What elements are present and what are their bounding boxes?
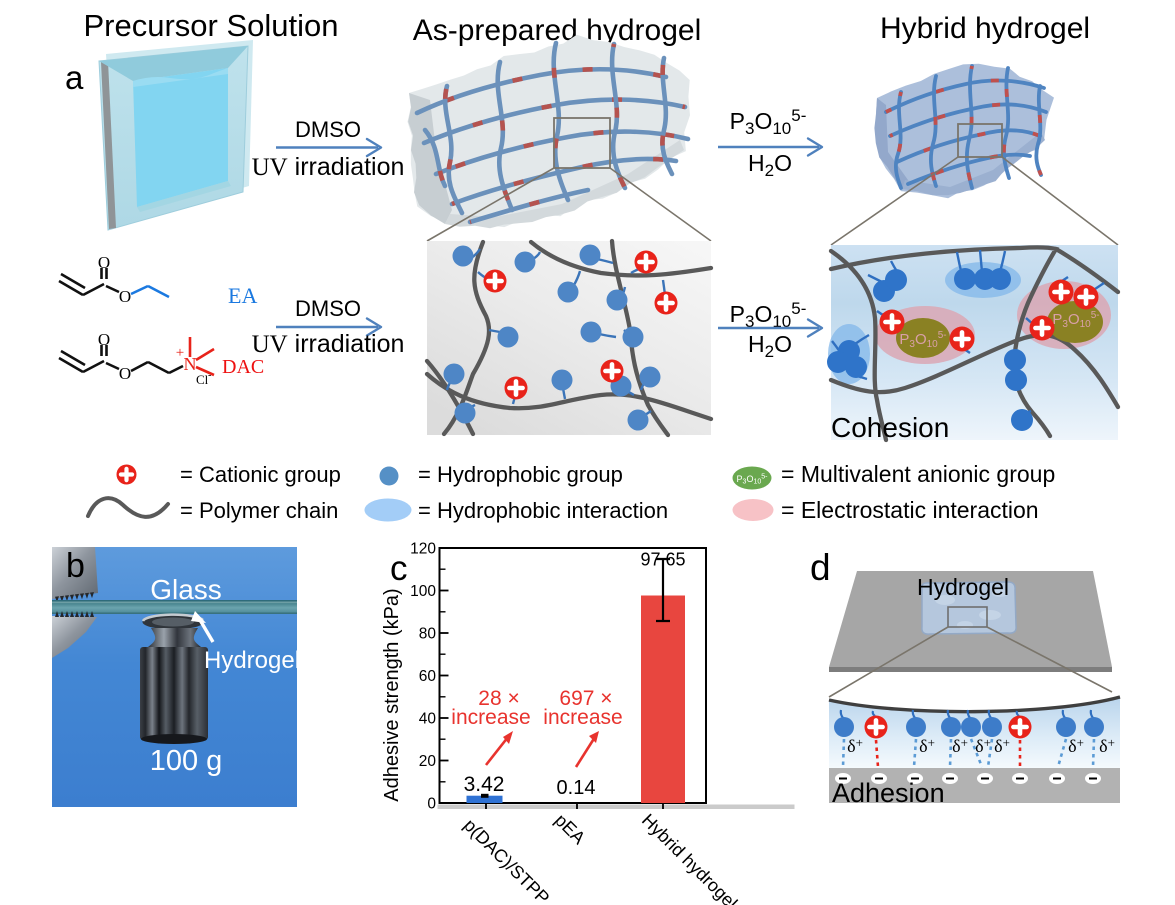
- svg-text:increase: increase: [543, 706, 622, 729]
- svg-text:UV irradiation: UV irradiation: [252, 153, 405, 181]
- svg-text:DMSO: DMSO: [295, 117, 361, 142]
- svg-text:0: 0: [427, 796, 436, 813]
- svg-text:c: c: [390, 549, 408, 588]
- svg-text:= Electrostatic interaction: = Electrostatic interaction: [781, 497, 1039, 523]
- svg-text:UV irradiation: UV irradiation: [252, 330, 405, 358]
- svg-text:20: 20: [419, 753, 437, 770]
- svg-text:EA: EA: [228, 283, 257, 308]
- svg-text:60: 60: [419, 668, 437, 685]
- svg-text:increase: increase: [451, 706, 530, 729]
- svg-text:-: -: [208, 370, 211, 381]
- svg-text:P3O105-: P3O105-: [730, 106, 807, 138]
- svg-text:= Polymer chain: = Polymer chain: [180, 498, 338, 523]
- svg-text:Glass: Glass: [150, 574, 222, 605]
- svg-text:Adhesive strength (kPa): Adhesive strength (kPa): [381, 588, 403, 801]
- svg-text:= Hydrophobic interaction: = Hydrophobic interaction: [418, 498, 668, 523]
- svg-text:pEA: pEA: [551, 810, 589, 848]
- svg-text:H2O: H2O: [748, 150, 792, 180]
- svg-text:= Cationic group: = Cationic group: [180, 462, 341, 487]
- svg-text:P3O105-: P3O105-: [730, 299, 807, 331]
- svg-text:= Hydrophobic group: = Hydrophobic group: [418, 462, 623, 487]
- svg-text:Hydrogel: Hydrogel: [204, 647, 300, 674]
- svg-text:O: O: [98, 253, 110, 272]
- svg-text:Hybrid hydrogel: Hybrid hydrogel: [880, 12, 1090, 45]
- svg-text:P3O105-: P3O105-: [899, 330, 946, 350]
- svg-text:DMSO: DMSO: [295, 296, 361, 321]
- svg-text:97.65: 97.65: [640, 550, 685, 570]
- svg-text:H2O: H2O: [748, 331, 792, 361]
- svg-text:100: 100: [410, 583, 436, 600]
- svg-text:Hybrid hydrogel: Hybrid hydrogel: [638, 810, 741, 905]
- svg-text:Adhesion: Adhesion: [832, 778, 945, 808]
- svg-text:d: d: [810, 547, 831, 588]
- svg-text:O: O: [119, 364, 131, 383]
- svg-text:80: 80: [419, 626, 437, 643]
- svg-text:b: b: [66, 547, 85, 585]
- svg-text:P3O105-: P3O105-: [1052, 310, 1099, 330]
- svg-text:Hydrogel: Hydrogel: [917, 574, 1009, 600]
- svg-text:3.42: 3.42: [464, 773, 505, 796]
- svg-text:Precursor Solution: Precursor Solution: [83, 8, 338, 43]
- svg-text:697 ×: 697 ×: [559, 687, 612, 710]
- svg-text:40: 40: [419, 711, 437, 728]
- svg-text:+: +: [176, 345, 184, 361]
- svg-text:O: O: [119, 287, 131, 306]
- svg-text:Cl: Cl: [196, 372, 209, 387]
- svg-text:DAC: DAC: [222, 356, 264, 378]
- svg-text:O: O: [98, 330, 110, 349]
- svg-text:p(DAC)/STPP: p(DAC)/STPP: [460, 815, 553, 905]
- svg-text:100 g: 100 g: [150, 745, 223, 777]
- svg-text:= Multivalent anionic group: = Multivalent anionic group: [781, 461, 1055, 487]
- svg-text:28 ×: 28 ×: [478, 687, 519, 710]
- svg-text:0.14: 0.14: [557, 777, 596, 799]
- svg-text:a: a: [65, 59, 84, 96]
- svg-text:Cohesion: Cohesion: [831, 412, 949, 443]
- svg-text:120: 120: [410, 541, 436, 558]
- svg-text:N: N: [184, 354, 197, 374]
